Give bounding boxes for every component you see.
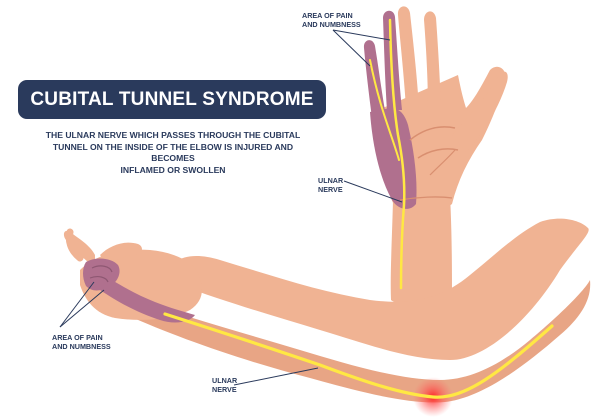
arm-body bbox=[175, 218, 589, 360]
label-line: ULNAR bbox=[212, 376, 238, 385]
label-line: NERVE bbox=[318, 185, 343, 194]
description-line: TUNNEL ON THE INSIDE OF THE ELBOW IS INJ… bbox=[52, 141, 294, 164]
leader-hand-pain-1 bbox=[332, 29, 391, 41]
hand-thumb bbox=[452, 71, 508, 152]
hand-finger-index bbox=[424, 11, 441, 109]
hand-forearm bbox=[390, 195, 452, 306]
arm-numb-area bbox=[100, 280, 195, 323]
label-hand-pain-area: AREA OF PAIN AND NUMBNESS bbox=[302, 11, 361, 29]
page-title: CUBITAL TUNNEL SYNDROME bbox=[30, 88, 314, 110]
leader-arm-nerve bbox=[233, 367, 319, 386]
bent-arm bbox=[63, 218, 591, 417]
label-line: AREA OF PAIN bbox=[302, 11, 353, 20]
label-line: AND NUMBNESS bbox=[52, 342, 111, 351]
label-arm-ulnar-nerve: ULNAR NERVE bbox=[212, 376, 237, 394]
label-line: AREA OF PAIN bbox=[52, 333, 103, 342]
description-line: THE ULNAR NERVE WHICH PASSES THROUGH THE… bbox=[45, 130, 301, 140]
label-line: ULNAR bbox=[318, 176, 344, 185]
arm-ulnar-nerve bbox=[163, 312, 554, 399]
hand-ulnar-nerve bbox=[388, 18, 406, 290]
description: THE ULNAR NERVE WHICH PASSES THROUGH THE… bbox=[36, 130, 310, 176]
description-line: INFLAMED OR SWOLLEN bbox=[120, 164, 226, 175]
leader-hand-nerve bbox=[343, 180, 403, 203]
label-line: AND NUMBNESS bbox=[302, 20, 361, 29]
leader-hand-pain-2 bbox=[332, 29, 371, 67]
leader-arm-pain-2 bbox=[59, 289, 105, 328]
title-banner: CUBITAL TUNNEL SYNDROME bbox=[18, 80, 326, 119]
hand-finger-middle bbox=[397, 6, 419, 109]
open-hand bbox=[363, 6, 508, 306]
label-line: NERVE bbox=[212, 385, 237, 394]
leader-arm-pain-1 bbox=[59, 281, 95, 328]
label-arm-pain-area: AREA OF PAIN AND NUMBNESS bbox=[52, 333, 111, 351]
label-hand-ulnar-nerve: ULNAR NERVE bbox=[318, 176, 343, 194]
leader-lines bbox=[59, 29, 403, 386]
arm-hand-index bbox=[100, 242, 142, 266]
